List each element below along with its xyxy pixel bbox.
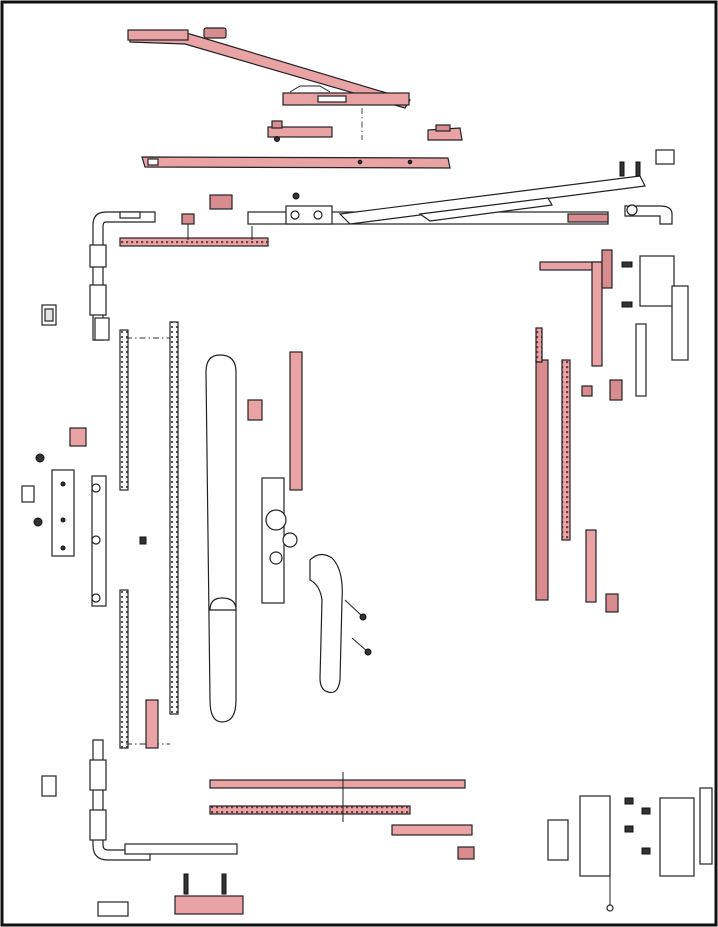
corner-drive-top-left [89, 211, 156, 341]
keeper-left-top [41, 304, 57, 326]
top-hatched-rail [119, 194, 269, 247]
corner-drive-bottom-left [41, 739, 151, 917]
slide-block-top [267, 120, 333, 142]
window-handle-left [205, 354, 237, 723]
handle-spindle-plate [247, 351, 303, 491]
stay-arm-upper [127, 27, 411, 109]
bottom-rail-bar [209, 772, 475, 860]
strike-plate-left [21, 453, 75, 557]
bottom-hinge-assembly [547, 787, 713, 912]
top-hinge-pivot [619, 149, 675, 225]
left-frame-bar [91, 475, 107, 607]
end-cap-top [427, 124, 463, 141]
top-hinge-assembly [601, 249, 689, 401]
sash-stay-hinge-arm [247, 175, 646, 225]
right-frame-rail [535, 261, 619, 613]
screw [344, 599, 372, 656]
keeper-left-mid [69, 427, 87, 447]
top-rail-bar [141, 156, 451, 169]
gear-box [261, 477, 298, 604]
left-sash-rail [119, 321, 179, 749]
bottom-slide [124, 699, 244, 915]
window-handle-right [309, 553, 343, 694]
